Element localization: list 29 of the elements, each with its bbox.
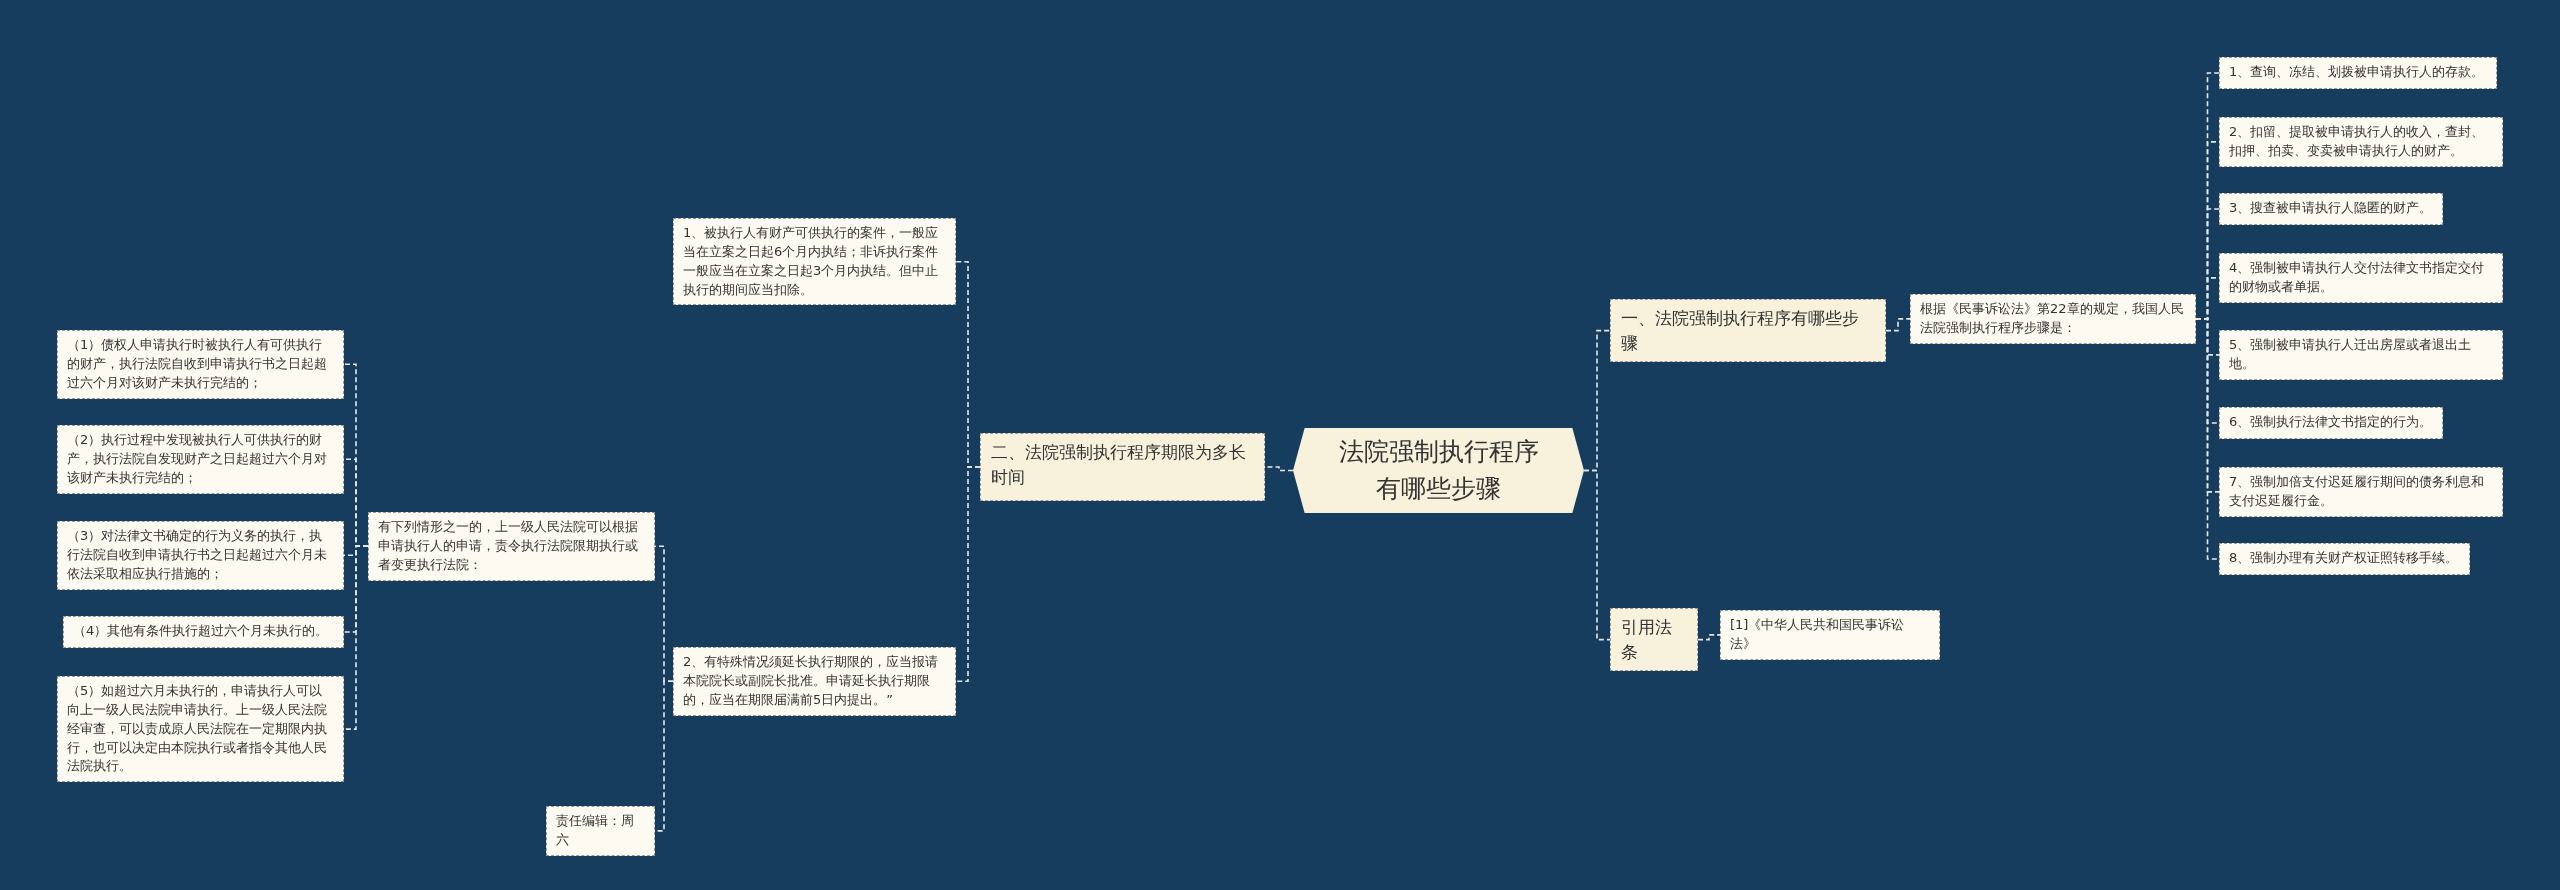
text-box: （2）执行过程中发现被执行人可供执行的财产，执行法院自发现财产之日起超过六个月对该财产未执行完结的； (57, 425, 344, 494)
text-box: 根据《民事诉讼法》第22章的规定，我国人民法院强制执行程序步骤是： (1910, 294, 2196, 344)
text-box: 2、有特殊情况须延长执行期限的，应当报请本院院长或副院长批准。申请延长执行期限的，应当在期限届满前5日内提出。” (673, 647, 956, 716)
connector-line (2195, 318, 2220, 560)
text-box: （1）债权人申请执行时被执行人有可供执行的财产，执行法院自收到申请执行书之日起超过六个月对该财产未执行完结的； (57, 330, 344, 399)
connector-line (343, 545, 369, 730)
text-box: 3、搜查被申请执行人隐匿的财产。 (2219, 193, 2443, 225)
text-box: 7、强制加倍支付迟延履行期间的债务利息和支付迟延履行金。 (2219, 467, 2503, 517)
topic-box: 一、法院强制执行程序有哪些步骤 (1610, 299, 1886, 363)
text-box: 责任编辑：周六 (546, 806, 655, 856)
text-box: 6、强制执行法律文书指定的行为。 (2219, 407, 2443, 439)
topic-box: 二、法院强制执行程序期限为多长时间 (980, 433, 1265, 501)
topic-box: 引用法条 (1610, 608, 1698, 672)
text-box: 2、扣留、提取被申请执行人的收入，查封、扣押、拍卖、变卖被申请执行人的财产。 (2219, 117, 2503, 167)
connector-line (1697, 634, 1721, 641)
text-box: 5、强制被申请执行人迁出房屋或者退出土地。 (2219, 330, 2503, 380)
text-box: （4）其他有条件执行超过六个月未执行的。 (63, 616, 344, 648)
connector-line (1583, 469, 1611, 641)
central-topic-hexagon: 法院强制执行程序有哪些步骤 (1293, 428, 1584, 513)
text-box: 1、查询、冻结、划拨被申请执行人的存款。 (2219, 57, 2497, 89)
text-box: 1、被执行人有财产可供执行的案件，一般应当在立案之日起6个月内执结；非诉执行案件一般应当在立案之日起3个月内执结。但中止执行的期间应当扣除。 (673, 218, 956, 306)
connector-line (1885, 318, 1911, 332)
connector-line (955, 466, 981, 683)
text-box: 有下列情形之一的，上一级人民法院可以根据申请执行人的申请，责令执行法院限期执行或者变更执行法院： (368, 512, 655, 581)
text-box: 8、强制办理有关财产权证照转移手续。 (2219, 543, 2470, 575)
text-box: 4、强制被申请执行人交付法律文书指定交付的财物或者单据。 (2219, 253, 2503, 303)
text-box: （5）如超过六月未执行的，申请执行人可以向上一级人民法院申请执行。上一级人民法院经审查，可以责成原人民法院在一定期限内执行，也可以决定由本院执行或者指令其他人民法院执行。 (57, 676, 344, 783)
text-box: （3）对法律文书确定的行为义务的执行，执行法院自收到申请执行书之日起超过六个月未依法采取相应执行措施的； (57, 521, 344, 590)
text-box: [1]《中华人民共和国民事诉讼法》 (1720, 610, 1940, 660)
